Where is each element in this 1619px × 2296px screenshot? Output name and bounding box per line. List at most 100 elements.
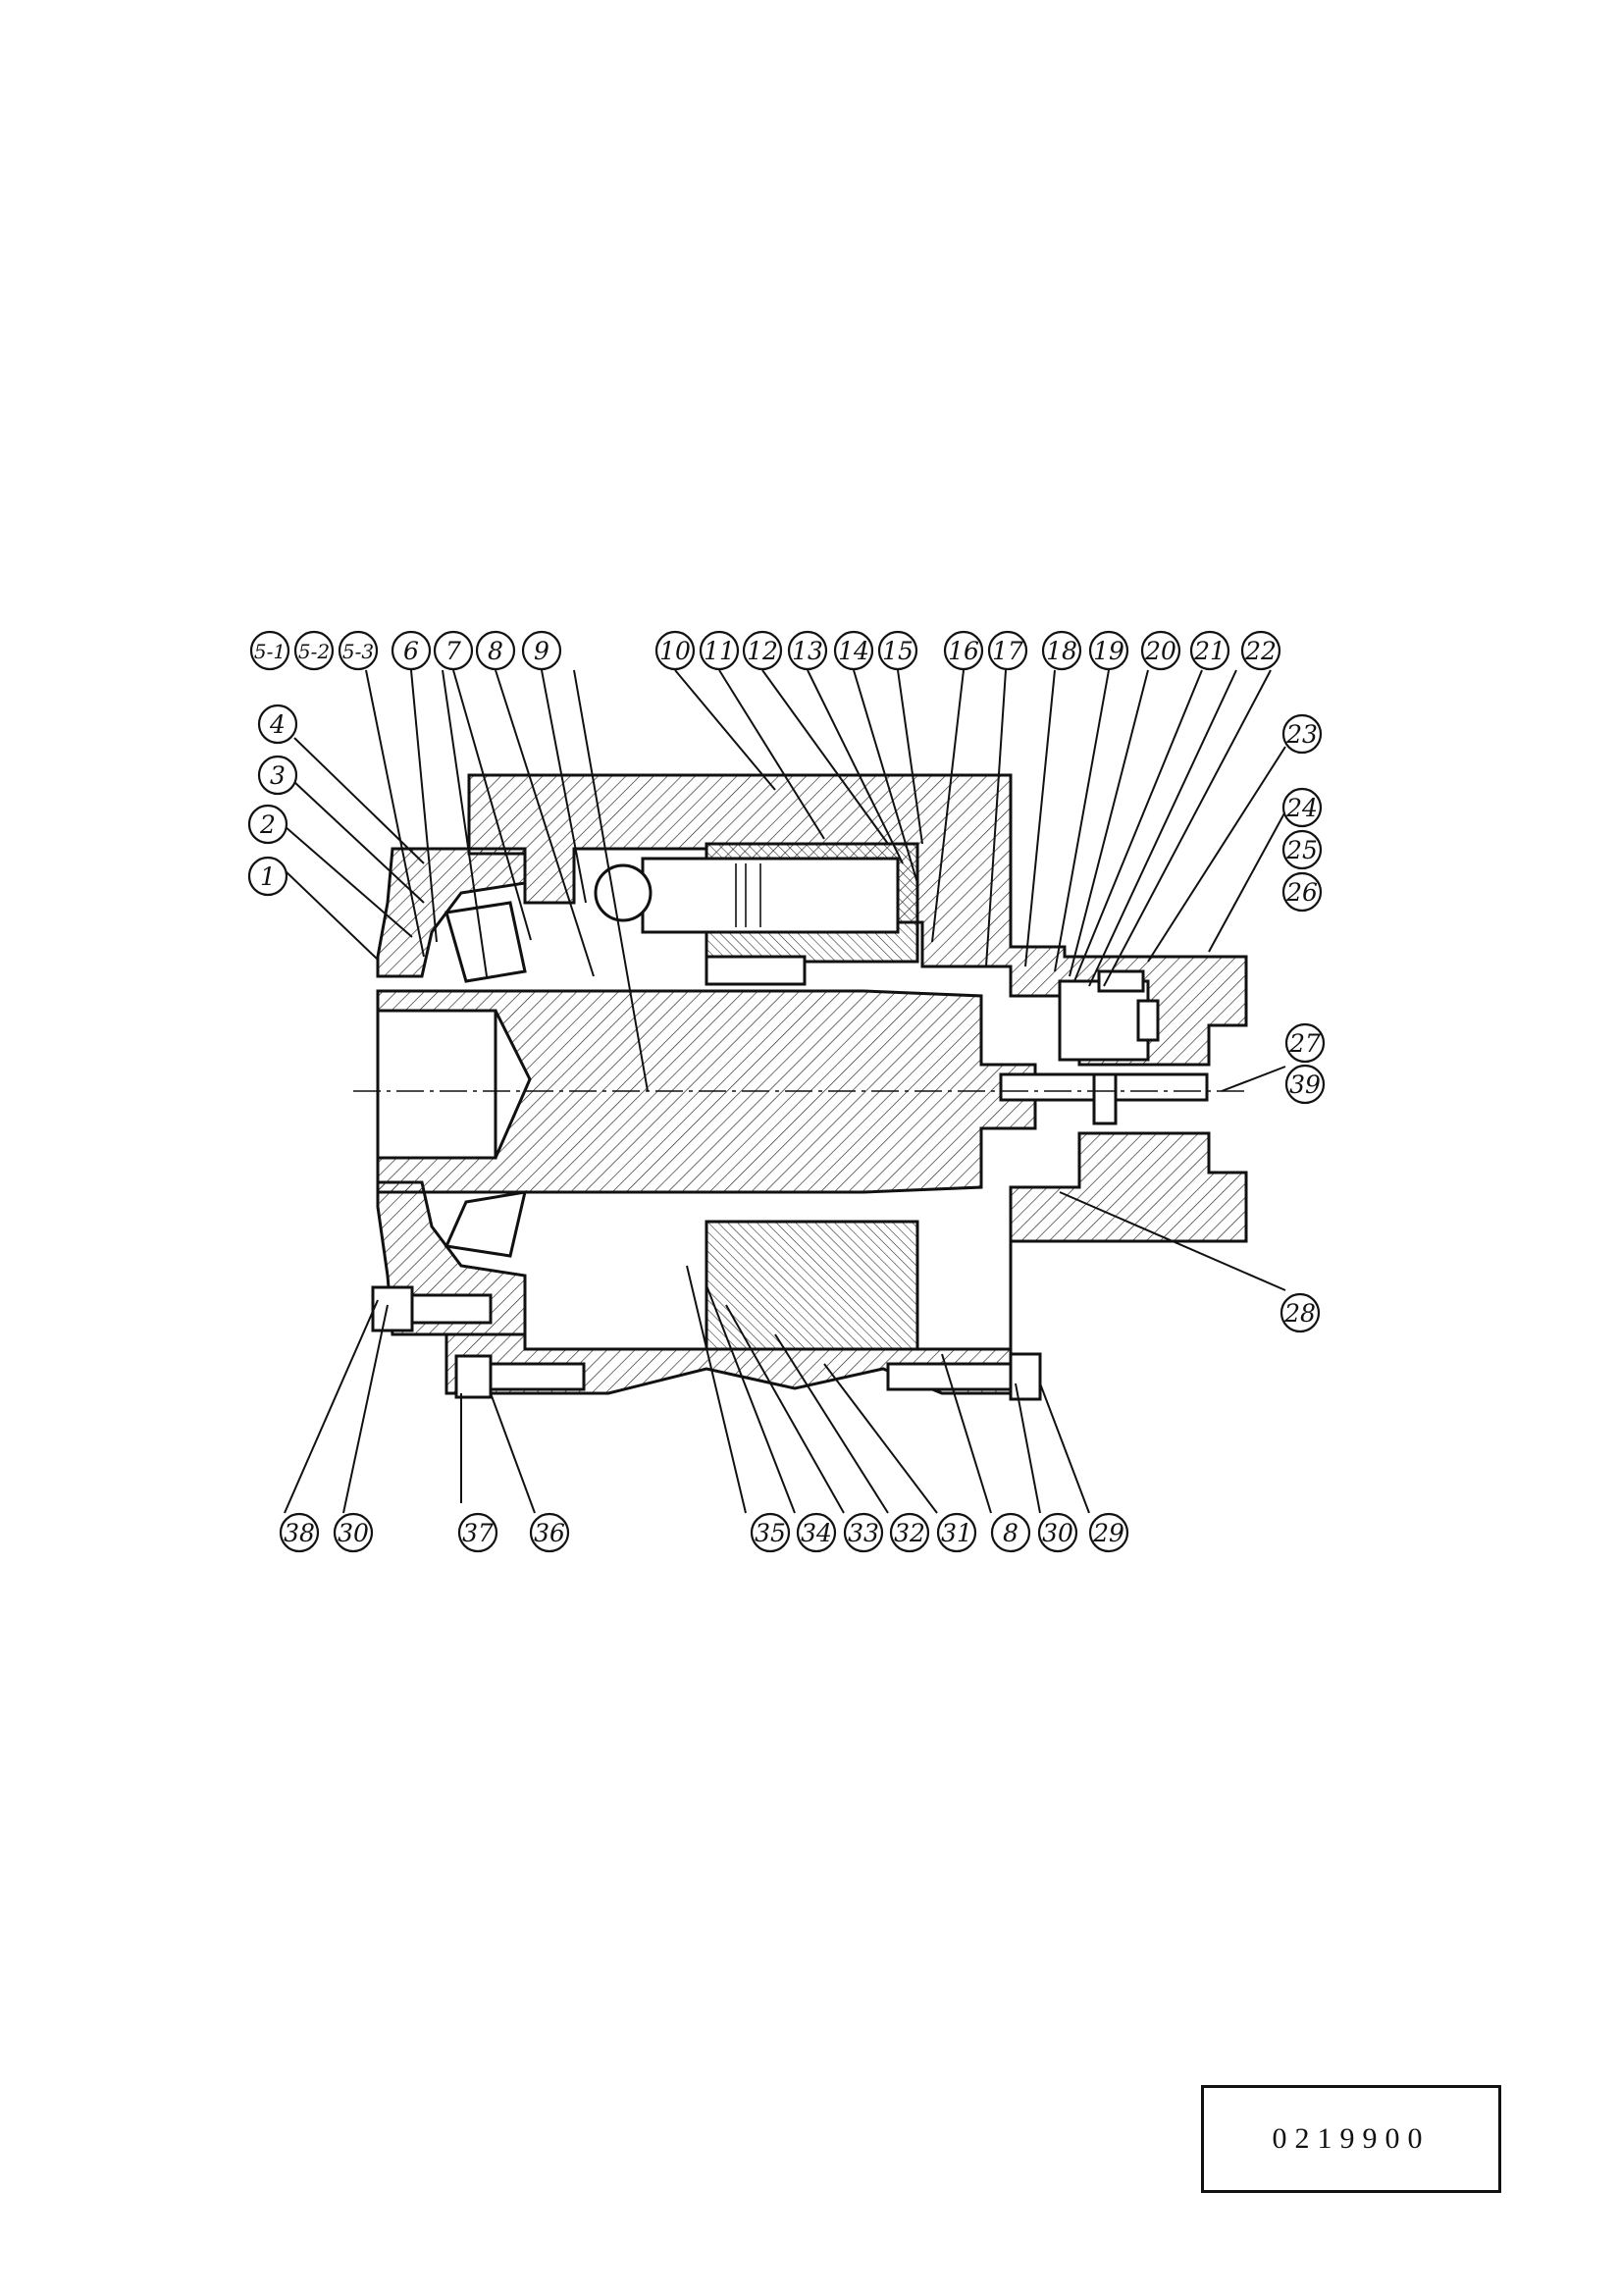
callouts-left: 4 3 2 1 <box>247 704 298 897</box>
svg-text:9: 9 <box>534 637 549 665</box>
callout-26: 26 <box>1281 871 1323 913</box>
callout-35: 35 <box>750 1512 791 1553</box>
svg-text:7: 7 <box>445 637 461 665</box>
svg-text:8: 8 <box>488 637 503 665</box>
svg-text:29: 29 <box>1092 1519 1124 1547</box>
leader-lines <box>284 669 1286 1514</box>
svg-text:28: 28 <box>1283 1299 1316 1328</box>
callout-32: 32 <box>889 1512 930 1553</box>
callout-34: 34 <box>796 1512 837 1553</box>
svg-text:6: 6 <box>403 637 419 665</box>
callout-17: 17 <box>987 630 1028 671</box>
callout-18: 18 <box>1041 630 1082 671</box>
svg-text:26: 26 <box>1285 878 1318 907</box>
svg-text:17: 17 <box>992 637 1023 665</box>
svg-text:19: 19 <box>1093 637 1124 665</box>
svg-text:38: 38 <box>284 1519 315 1547</box>
svg-text:31: 31 <box>941 1519 972 1547</box>
callout-5-3: 5-3 <box>338 630 379 671</box>
housing-upper <box>467 773 1248 1067</box>
svg-text:5-3: 5-3 <box>342 640 374 663</box>
callout-11: 11 <box>699 630 740 671</box>
callout-19: 19 <box>1088 630 1129 671</box>
callout-20: 20 <box>1140 630 1181 671</box>
svg-text:10: 10 <box>659 637 691 665</box>
svg-text:32: 32 <box>894 1519 925 1547</box>
callout-33: 33 <box>843 1512 884 1553</box>
taper-roller-bearing-upper <box>444 901 527 983</box>
callout-5-1: 5-1 <box>249 630 290 671</box>
svg-text:21: 21 <box>1193 637 1226 665</box>
callout-4: 4 <box>257 704 298 745</box>
svg-text:39: 39 <box>1289 1070 1321 1099</box>
svg-text:33: 33 <box>848 1519 879 1547</box>
svg-text:1: 1 <box>260 862 276 891</box>
svg-text:11: 11 <box>704 637 735 665</box>
svg-text:15: 15 <box>882 637 914 665</box>
svg-text:8: 8 <box>1003 1519 1018 1547</box>
callout-8: 8 <box>475 630 516 671</box>
svg-text:20: 20 <box>1144 637 1176 665</box>
svg-text:35: 35 <box>755 1519 786 1547</box>
svg-text:3: 3 <box>270 761 286 790</box>
callout-7: 7 <box>433 630 474 671</box>
svg-text:25: 25 <box>1285 836 1318 864</box>
svg-text:12: 12 <box>747 637 778 665</box>
svg-text:36: 36 <box>534 1519 565 1547</box>
svg-text:34: 34 <box>801 1519 832 1547</box>
callout-5-2: 5-2 <box>293 630 335 671</box>
svg-text:23: 23 <box>1285 720 1318 749</box>
svg-text:37: 37 <box>462 1519 494 1547</box>
callout-1: 1 <box>247 856 288 897</box>
svg-text:30: 30 <box>1042 1519 1073 1547</box>
svg-text:4: 4 <box>269 710 286 739</box>
callout-12: 12 <box>742 630 783 671</box>
callout-9: 9 <box>521 630 562 671</box>
svg-text:13: 13 <box>792 637 823 665</box>
taper-roller-bearing-lower <box>444 1190 527 1258</box>
callout-36: 36 <box>529 1512 570 1553</box>
callout-10: 10 <box>654 630 696 671</box>
callout-16: 16 <box>943 630 984 671</box>
callout-13: 13 <box>787 630 828 671</box>
svg-text:30: 30 <box>338 1519 369 1547</box>
callouts-bottom: 38 30 37 36 35 34 33 32 31 8 30 29 <box>279 1512 1129 1553</box>
callout-27: 27 <box>1284 1022 1326 1064</box>
callout-23: 23 <box>1281 713 1323 755</box>
callout-30-left: 30 <box>333 1512 374 1553</box>
callout-21: 21 <box>1189 630 1230 671</box>
svg-text:14: 14 <box>838 637 869 665</box>
bolts <box>371 955 1042 1401</box>
callout-14: 14 <box>833 630 874 671</box>
callout-15: 15 <box>877 630 918 671</box>
housing-lower <box>444 1131 1248 1395</box>
callout-8-bottom: 8 <box>990 1512 1031 1553</box>
callout-25: 25 <box>1281 829 1323 870</box>
callout-31: 31 <box>936 1512 977 1553</box>
cylinder-barrel <box>594 842 919 1351</box>
svg-text:16: 16 <box>948 637 979 665</box>
svg-text:27: 27 <box>1288 1029 1321 1058</box>
svg-text:5-1: 5-1 <box>254 640 286 663</box>
callout-39: 39 <box>1284 1064 1326 1105</box>
callout-28: 28 <box>1280 1292 1321 1333</box>
callout-38: 38 <box>279 1512 320 1553</box>
callout-29: 29 <box>1088 1512 1129 1553</box>
callout-37: 37 <box>457 1512 498 1553</box>
callout-3: 3 <box>257 755 298 796</box>
document-number: 0219900 <box>1272 2122 1431 2155</box>
svg-text:22: 22 <box>1244 637 1277 665</box>
document-number-box: 0219900 <box>1201 2085 1501 2193</box>
svg-text:5-2: 5-2 <box>298 640 330 663</box>
svg-text:24: 24 <box>1285 794 1318 822</box>
callout-6: 6 <box>391 630 432 671</box>
valve-assembly <box>999 969 1209 1125</box>
svg-text:2: 2 <box>259 810 276 839</box>
callout-22: 22 <box>1240 630 1281 671</box>
callouts-right: 23 24 25 26 27 39 28 <box>1280 713 1326 1333</box>
callout-30-right: 30 <box>1037 1512 1078 1553</box>
svg-text:18: 18 <box>1046 637 1077 665</box>
callout-2: 2 <box>247 804 288 845</box>
callouts-top: 5-1 5-2 5-3 6 7 8 9 10 11 12 13 14 15 16… <box>249 630 1281 671</box>
